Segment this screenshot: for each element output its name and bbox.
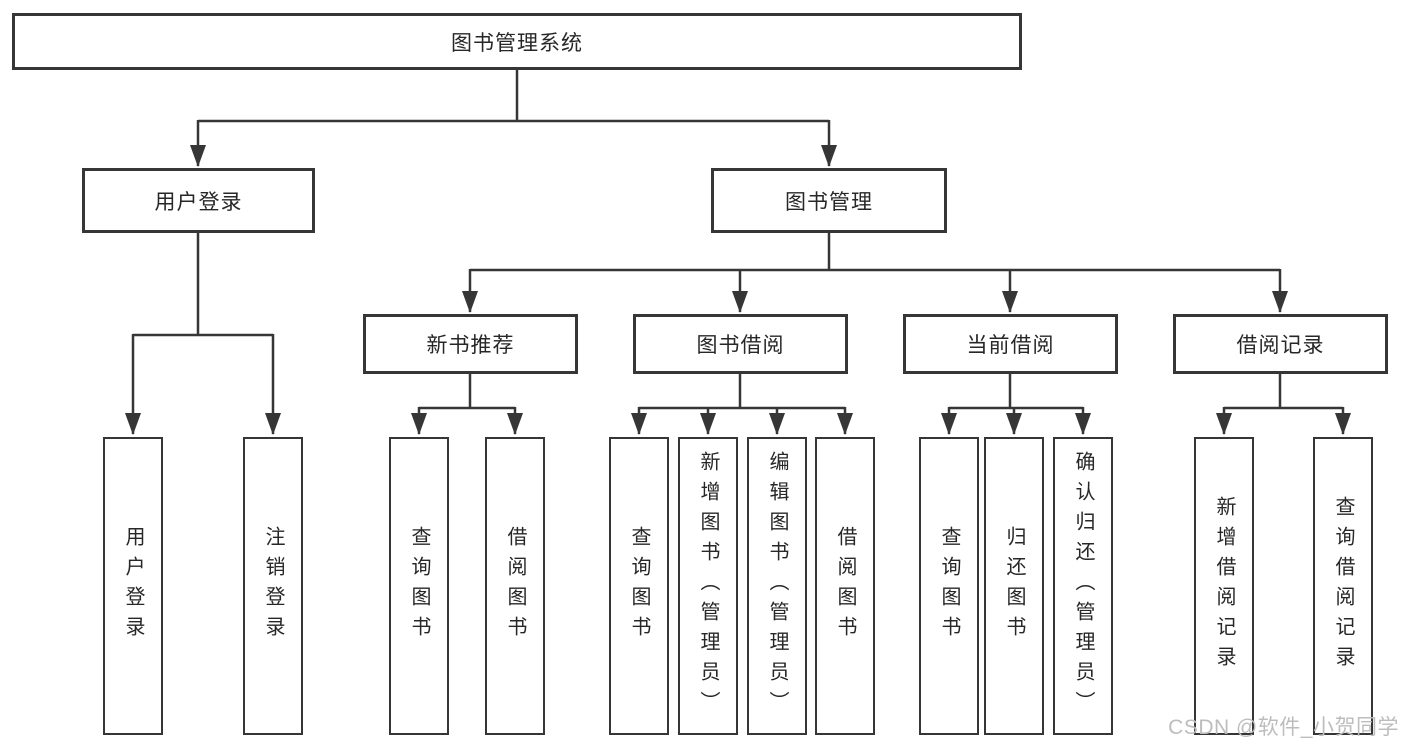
leaf-query-books-current: 查询图书 <box>919 437 979 735</box>
node-new-book-recommend: 新书推荐 <box>363 314 578 374</box>
leaf-borrow-books-label: 借阅图书 <box>834 526 856 646</box>
leaf-return-books-label: 归还图书 <box>1003 526 1025 646</box>
node-user-login: 用户登录 <box>82 168 315 233</box>
leaf-query-books-recommend: 查询图书 <box>389 437 449 735</box>
leaf-borrow-books-recommend-label: 借阅图书 <box>504 526 526 646</box>
leaf-logout: 注销登录 <box>243 437 303 735</box>
node-borrow-records: 借阅记录 <box>1173 314 1388 374</box>
leaf-return-books: 归还图书 <box>984 437 1044 735</box>
leaf-add-books-admin: 新增图书（管理员） <box>678 437 738 735</box>
leaf-add-borrow-record: 新增借阅记录 <box>1194 437 1254 735</box>
csdn-watermark: CSDN @软件_小贺同学 <box>1168 716 1399 739</box>
leaf-edit-books-admin-label: 编辑图书（管理员） <box>766 451 788 721</box>
leaf-query-borrow-record: 查询借阅记录 <box>1313 437 1373 735</box>
node-library-management-system: 图书管理系统 <box>12 13 1022 70</box>
leaf-query-borrow-record-label: 查询借阅记录 <box>1332 496 1354 676</box>
node-book-management: 图书管理 <box>711 168 947 233</box>
leaf-logout-label: 注销登录 <box>262 526 284 646</box>
leaf-add-borrow-record-label: 新增借阅记录 <box>1213 496 1235 676</box>
leaf-query-books-borrow: 查询图书 <box>609 437 669 735</box>
leaf-borrow-books-recommend: 借阅图书 <box>485 437 545 735</box>
leaf-user-login: 用户登录 <box>103 437 163 735</box>
leaf-confirm-return-admin-label: 确认归还（管理员） <box>1072 451 1094 721</box>
leaf-query-books-borrow-label: 查询图书 <box>628 526 650 646</box>
node-current-borrow: 当前借阅 <box>903 314 1118 374</box>
leaf-edit-books-admin: 编辑图书（管理员） <box>747 437 807 735</box>
leaf-confirm-return-admin: 确认归还（管理员） <box>1053 437 1113 735</box>
leaf-user-login-label: 用户登录 <box>122 526 144 646</box>
leaf-add-books-admin-label: 新增图书（管理员） <box>697 451 719 721</box>
node-book-borrow: 图书借阅 <box>633 314 848 374</box>
leaf-query-books-recommend-label: 查询图书 <box>408 526 430 646</box>
leaf-borrow-books: 借阅图书 <box>815 437 875 735</box>
leaf-query-books-current-label: 查询图书 <box>938 526 960 646</box>
